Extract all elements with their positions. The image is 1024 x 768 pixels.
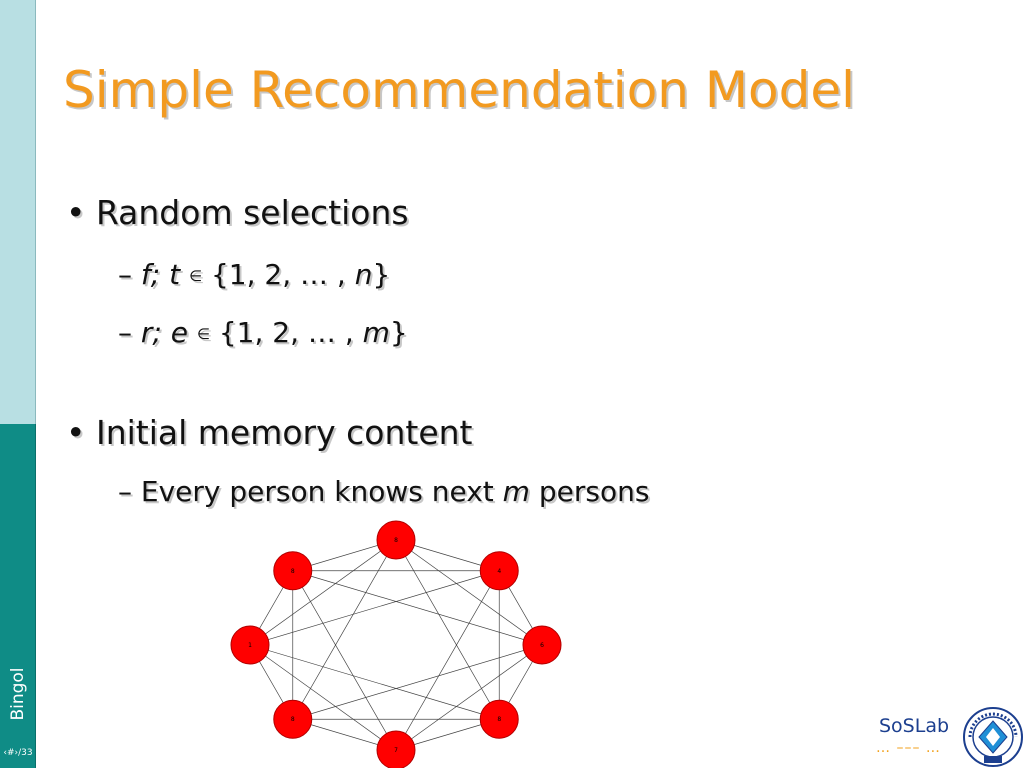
sidebar-top-band: [0, 0, 36, 424]
graph-node: [376, 730, 416, 768]
sub-vars: f; t: [140, 258, 181, 291]
graph-edge: [249, 644, 500, 720]
sub-bullet-every-person: – Every person knows next m persons: [118, 475, 650, 508]
set-close: }: [372, 258, 391, 291]
graph-node-label: 8: [291, 716, 295, 723]
graph-edge: [395, 570, 500, 751]
graph-edge: [292, 539, 397, 720]
graph-edge: [292, 570, 397, 751]
bullet-initial-memory: • Initial memory content: [66, 413, 473, 452]
graph-node: [273, 551, 313, 591]
sub-bullet-f-t: – f; t ∈ {1, 2, … , n}: [118, 258, 391, 291]
soslab-logo: SoSLab: [879, 715, 950, 737]
set-close: }: [389, 316, 408, 349]
slide-title: Simple Recommendation Model: [63, 61, 855, 119]
bullet-text: Initial memory content: [95, 413, 473, 452]
page-number: ‹#›/33: [3, 748, 33, 758]
graph-node-label: 8: [291, 568, 295, 575]
graph-node-label: 6: [540, 642, 544, 649]
bullet-random-selections: • Random selections: [66, 193, 409, 232]
graph-node: [522, 625, 562, 665]
sub-vars: r; e: [140, 316, 188, 349]
set-end-var: n: [354, 258, 373, 291]
element-of-symbol: ∈: [196, 325, 210, 343]
graph-edge: [292, 644, 543, 720]
graph-edge: [395, 644, 543, 751]
sub-text-pre: Every person knows next: [140, 475, 503, 508]
graph-edge: [249, 570, 500, 646]
element-of-symbol: ∈: [188, 267, 203, 285]
graph-node: [273, 699, 313, 739]
sidebar-bottom-band: [0, 424, 36, 768]
graph-edge: [249, 539, 397, 646]
graph-edge: [249, 644, 397, 751]
graph-edge: [395, 539, 543, 646]
set-end-var: m: [362, 316, 390, 349]
graph-node: [376, 520, 416, 560]
sub-text-var: m: [502, 475, 530, 508]
set-open: {1, 2, … ,: [209, 316, 363, 349]
graph-node: [479, 699, 519, 739]
graph-node-label: 8: [394, 537, 398, 544]
author-label: Bingol: [8, 667, 28, 721]
university-seal-logo: [963, 707, 1023, 767]
bullet-text: Random selections: [95, 193, 409, 232]
sub-text-post: persons: [529, 475, 650, 508]
graph-node-label: 1: [248, 642, 252, 649]
graph-node-label: 4: [497, 568, 501, 575]
morse-dots: … ––– …: [876, 740, 941, 756]
graph-node-label: 8: [497, 716, 501, 723]
ring-graph: 8 4 6 8 7 8 1 8: [230, 520, 562, 768]
graph-edge: [292, 570, 543, 646]
graph-edge: [395, 539, 500, 720]
graph-node-label: 7: [394, 747, 398, 754]
sub-bullet-r-e: – r; e ∈ {1, 2, … , m}: [118, 316, 408, 349]
graph-node: [230, 625, 270, 665]
set-open: {1, 2, … ,: [202, 258, 355, 291]
graph-node: [479, 551, 519, 591]
